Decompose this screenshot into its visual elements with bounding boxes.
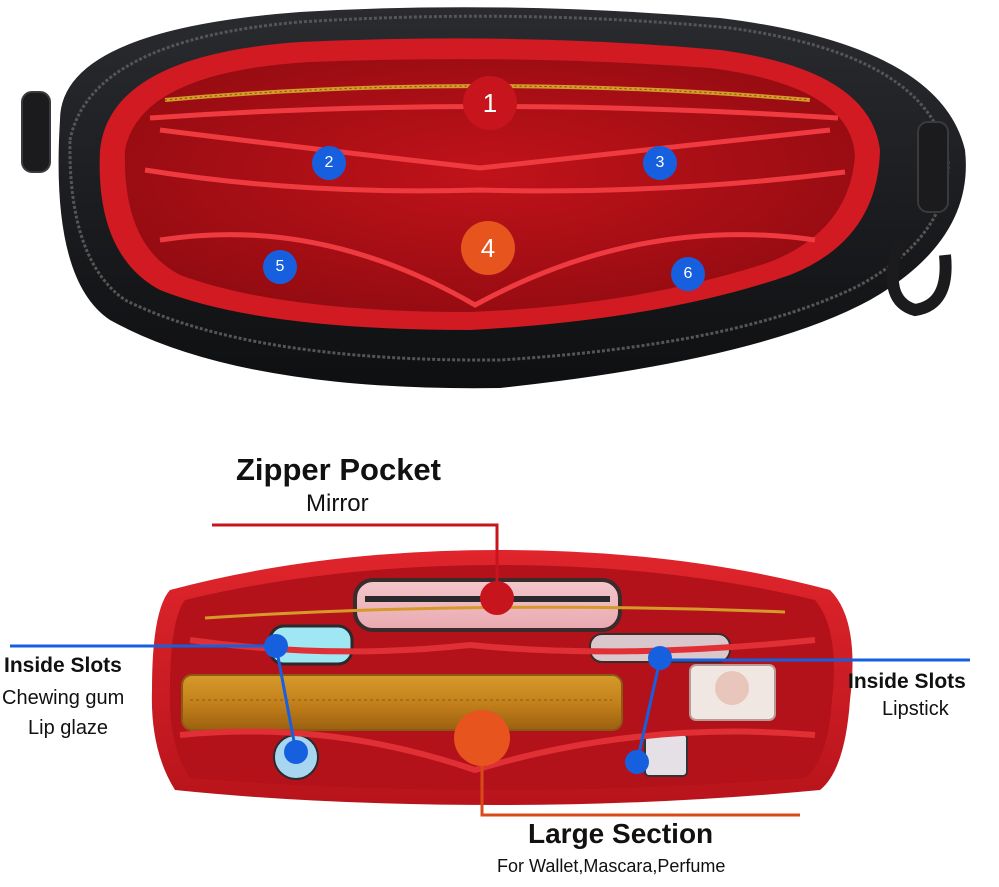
item-lipstick <box>644 733 688 777</box>
label-inside-slots-right-line1: Lipstick <box>882 698 949 720</box>
label-inside-slots-right-title: Inside Slots <box>848 670 966 693</box>
bottom-insert <box>151 550 853 805</box>
badge-2: 2 <box>312 146 346 180</box>
bag-clasp-left <box>21 91 51 173</box>
bag-clasp-right <box>917 121 949 213</box>
dot-inside-right-bottom <box>625 750 649 774</box>
label-zipper-pocket-title: Zipper Pocket <box>236 452 441 487</box>
item-wallet <box>181 674 623 731</box>
pointer-zipper-pocket <box>212 523 499 598</box>
label-large-section-subtitle: For Wallet,Mascara,Perfume <box>497 856 726 876</box>
label-inside-slots-left-title: Inside Slots <box>4 654 122 677</box>
insert-seam-3 <box>144 167 846 194</box>
label-zipper-pocket-subtitle: Mirror <box>306 490 369 517</box>
label-inside-slots-left-line1: Chewing gum <box>2 687 125 709</box>
badge-6: 6 <box>671 257 705 291</box>
badge-3: 3 <box>643 146 677 180</box>
badge-4: 4 <box>461 221 515 275</box>
dot-large-section <box>454 710 510 766</box>
bag-strap-loop <box>886 238 952 317</box>
badge-5: 5 <box>263 250 297 284</box>
label-large-section-title: Large Section <box>528 818 714 849</box>
label-inside-slots-left-line2: Lip glaze <box>28 717 109 739</box>
badge-1: 1 <box>463 76 517 130</box>
dot-zipper-pocket <box>480 581 514 615</box>
bag-zipper <box>68 14 950 362</box>
dot-inside-left-bottom <box>284 740 308 764</box>
insert-seam-4 <box>159 232 816 308</box>
insert-inner <box>124 59 855 312</box>
top-bag <box>21 7 966 389</box>
insert-seam-2 <box>159 127 831 171</box>
dot-inside-left-top <box>264 634 288 658</box>
dot-inside-right-top <box>648 646 672 670</box>
